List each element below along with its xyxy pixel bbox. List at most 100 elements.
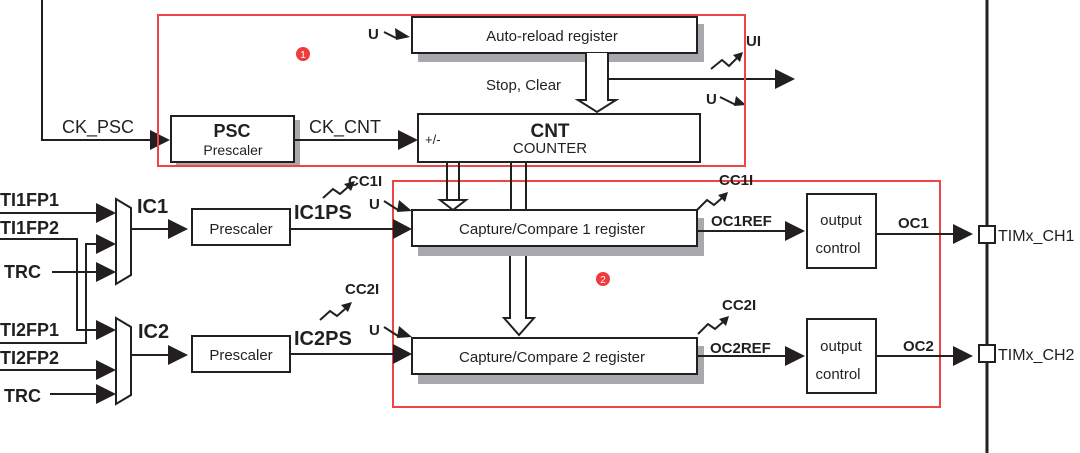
capture-compare-2-register-label: Capture/Compare 2 register (459, 349, 645, 366)
cc1i-left-zigzag (322, 186, 349, 199)
ccr1-u-arrow (397, 200, 412, 212)
ic2ps-label: IC2PS (294, 328, 352, 350)
psc-block (170, 115, 295, 163)
trc1-label: TRC (4, 262, 41, 282)
oc1ref-label: OC1REF (711, 213, 772, 230)
cnt-to-ccr1-bus-b (510, 162, 527, 210)
cnt-u-arrow (734, 96, 746, 106)
cnt-u-wire (719, 96, 737, 106)
ti1fp1-label: TI1FP1 (0, 190, 59, 210)
cc1i-right-arrow (718, 192, 728, 202)
ti1fp1-arrow (96, 203, 116, 223)
trc2-label: TRC (4, 386, 41, 406)
oc2ref-arrow (785, 346, 805, 366)
highlight-region-2 (392, 180, 941, 408)
cc2i-left-arrow (341, 302, 352, 312)
ic2-multiplexer (115, 316, 132, 406)
ccr1-to-ccr2-hollow-arrow (501, 256, 537, 337)
ck-psc-label: CK_PSC (62, 117, 134, 138)
annotation-badge-1-number: 1 (300, 50, 306, 61)
trc1-arrow (96, 262, 116, 282)
auto-reload-register-label: Auto-reload register (486, 28, 618, 45)
ck-psc-arrow (150, 130, 170, 150)
ccr1-u-wire (383, 200, 399, 211)
oc2-arrow (953, 346, 973, 366)
cc2i-left-zigzag (319, 308, 346, 321)
annotation-badge-1 (296, 47, 310, 61)
up-down-label: +/- (425, 132, 441, 147)
cnt-subtitle: COUNTER (513, 140, 587, 157)
cc1i-right-zigzag (696, 197, 723, 211)
cnt-to-ccr1-hollow-arrow (437, 199, 469, 212)
oc2-label: OC2 (903, 338, 934, 355)
cnt-title: CNT (530, 121, 569, 142)
timx-ch2-pin (978, 344, 996, 363)
ic2-prescaler-label: Prescaler (209, 347, 272, 364)
arr-u-label: U (368, 26, 379, 43)
output-control-1-line1: output (820, 212, 863, 229)
ccr1-u-label: U (369, 196, 380, 213)
ti1fp2-to-mux2-arrow (96, 320, 116, 340)
arr-to-cnt-hollow-arrow (574, 53, 620, 114)
annotation-badge-2-number: 2 (600, 275, 606, 286)
oc1-arrow (953, 224, 973, 244)
timx-ch1-pin (978, 225, 996, 244)
ic1-arrow (168, 219, 188, 239)
update-output-arrow (775, 69, 795, 89)
ti1fp2-wire (0, 238, 98, 331)
arr-u-wire (383, 31, 397, 39)
output-control-1-line2: control (815, 240, 860, 257)
capture-compare-1-register-block (411, 209, 698, 247)
arr-u-arrow (395, 28, 410, 40)
ck-cnt-label: CK_CNT (309, 117, 381, 138)
ti1fp2-label: TI1FP2 (0, 218, 59, 238)
ic1ps-arrow (393, 219, 412, 239)
auto-reload-register-block (411, 16, 698, 54)
ic1-prescaler-block (191, 208, 291, 246)
ui-interrupt-arrow (733, 52, 743, 62)
oc1ref-arrow (785, 221, 805, 241)
ic2-label: IC2 (138, 321, 169, 343)
output-control-2-block (806, 318, 877, 394)
cnt-to-ccr1-bus-a (446, 162, 460, 200)
cnt-u-label: U (706, 91, 717, 108)
ti2fp1-to-mux1-arrow (96, 234, 116, 254)
ccr2-u-arrow (397, 326, 412, 338)
ic2-prescaler-block (191, 335, 291, 373)
cc2i-right-zigzag (697, 321, 724, 335)
cc2i-left-label: CC2I (345, 281, 379, 298)
psc-title: PSC (213, 121, 250, 141)
ic2ps-arrow (393, 344, 412, 364)
cc1i-left-arrow (344, 181, 355, 191)
ic1-multiplexer (115, 197, 132, 286)
timx-ch1-label: TIMx_CH1 (998, 228, 1075, 245)
output-control-1-block (806, 193, 877, 269)
timx-ch2-label: TIMx_CH2 (998, 347, 1075, 364)
psc-subtitle: Prescaler (203, 142, 262, 158)
oc1-label: OC1 (898, 215, 929, 232)
cc2i-right-arrow (719, 316, 729, 326)
cc2i-right-label: CC2I (722, 297, 756, 314)
ti2fp1-cross-wire (0, 243, 98, 344)
ccr2-u-wire (383, 326, 399, 337)
trc2-arrow (96, 384, 116, 404)
ck-cnt-arrow (398, 130, 418, 150)
annotation-badge-2 (596, 272, 610, 286)
ic1-prescaler-label: Prescaler (209, 221, 272, 238)
capture-compare-2-register-block (411, 337, 698, 375)
cc1i-right-label: CC1I (719, 172, 753, 189)
capture-compare-1-register-label: Capture/Compare 1 register (459, 221, 645, 238)
cc1i-left-label: CC1I (348, 173, 382, 190)
ui-label: UI (746, 33, 761, 50)
ui-interrupt-zigzag (710, 57, 738, 70)
stop-clear-label: Stop, Clear (486, 77, 561, 94)
output-control-2-line2: control (815, 366, 860, 383)
ccr2-u-label: U (369, 322, 380, 339)
ic1ps-label: IC1PS (294, 202, 352, 224)
ic2-arrow (168, 345, 188, 365)
ti2fp2-label: TI2FP2 (0, 348, 59, 368)
oc2ref-label: OC2REF (710, 340, 771, 357)
cnt-counter-block (417, 113, 701, 163)
highlight-region-1 (157, 14, 746, 167)
